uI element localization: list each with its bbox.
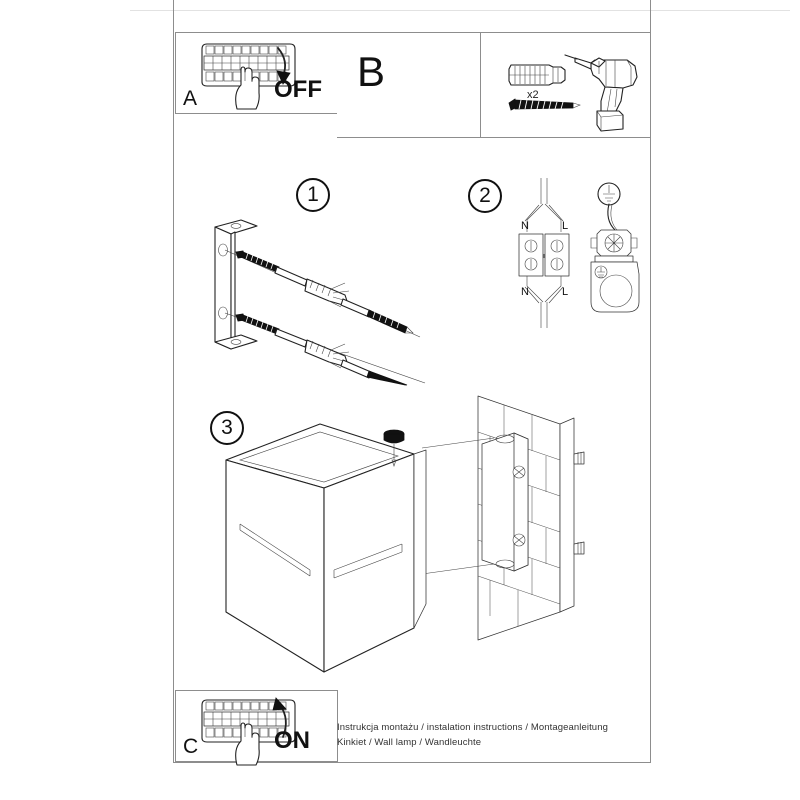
- box-c-letter: C: [183, 735, 199, 758]
- screw-icon: [235, 250, 308, 287]
- screw-icon: [340, 359, 408, 386]
- box-a-power-off: A: [175, 32, 338, 114]
- tools-illustration: [508, 54, 638, 132]
- step-3-illustration: [225, 395, 585, 673]
- box-b-parts: B: [337, 32, 481, 138]
- arrow-up-curved-icon: [272, 697, 287, 738]
- circuit-breaker-panel-icon: [201, 43, 296, 110]
- svg-text:N: N: [521, 286, 529, 298]
- svg-text:L: L: [562, 220, 568, 232]
- step-2-number: 2: [468, 179, 502, 213]
- box-b-letter: B: [357, 48, 386, 95]
- screw-icon: [235, 313, 308, 348]
- box-a-action-label: OFF: [274, 76, 322, 103]
- arrow-down-curved-icon: [276, 47, 291, 85]
- box-c-power-on: C: [175, 690, 338, 766]
- step-3-number: 3: [210, 411, 244, 445]
- power-drill-icon: [564, 54, 638, 132]
- svg-text:L: L: [562, 286, 568, 298]
- top-rule-divider: [130, 10, 790, 11]
- caption-line-1: Instrukcja montażu / instalation instruc…: [337, 722, 608, 733]
- terminal-block-icon: [518, 233, 570, 277]
- box-tools-hardware: x2: [480, 32, 651, 138]
- svg-text:N: N: [521, 220, 529, 232]
- thumb-screw-icon: [383, 429, 405, 467]
- mounting-bracket-icon: [214, 219, 258, 350]
- cable-bottom: [524, 276, 564, 328]
- screw-icon: [340, 298, 414, 334]
- earth-terminal-icon: [590, 229, 640, 313]
- bracket-icon: [421, 432, 529, 575]
- box-a-letter: A: [183, 87, 198, 110]
- step-2-illustration: N L N L: [518, 178, 640, 328]
- wall-plug-icon: [304, 339, 350, 369]
- cable-top: [524, 178, 564, 232]
- screw-icon: [508, 98, 581, 111]
- quantity-label: x2: [527, 89, 539, 101]
- step-1-illustration: [214, 219, 426, 386]
- caption-line-2: Kinkiet / Wall lamp / Wandleuchte: [337, 737, 482, 748]
- hand-pointing-icon: [235, 722, 260, 766]
- box-c-action-label: ON: [274, 727, 310, 754]
- screw-head-icon: [573, 451, 585, 465]
- circuit-breaker-panel-icon: [201, 697, 296, 766]
- hand-pointing-icon: [235, 66, 260, 110]
- main-frame-border: [173, 0, 651, 763]
- step-1-number: 1: [296, 178, 330, 212]
- earth-ground-icon: [597, 182, 621, 206]
- cube-wall-lamp-icon: [225, 423, 427, 673]
- wall-plug-icon: [508, 64, 566, 86]
- screw-head-icon: [573, 541, 585, 555]
